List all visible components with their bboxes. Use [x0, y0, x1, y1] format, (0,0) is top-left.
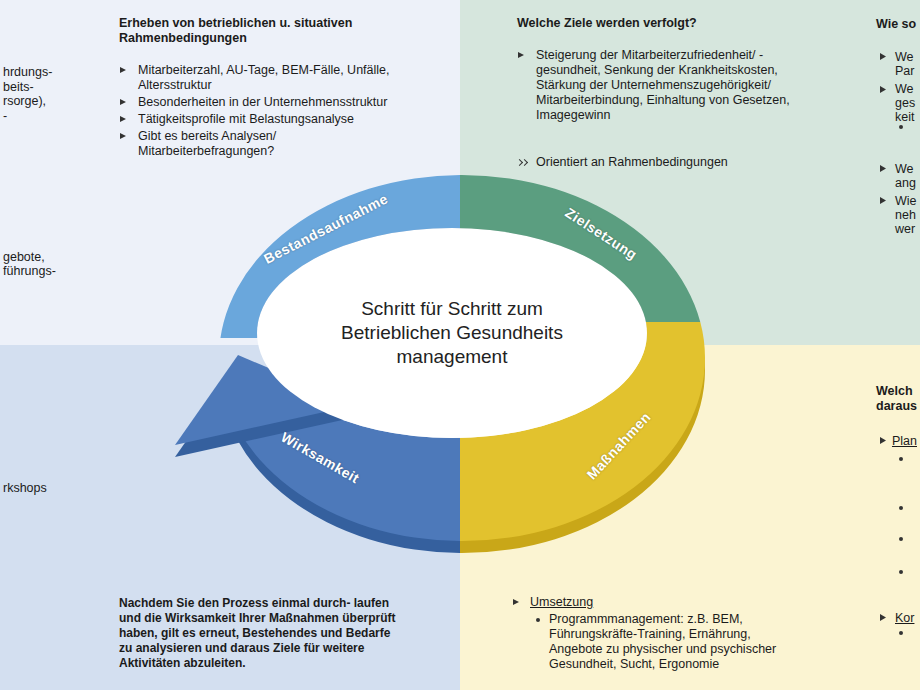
cut-off-text: Wie: [895, 194, 917, 209]
cut-off-text: rkshops: [3, 481, 47, 496]
center-title: Schritt für Schritt zum Betrieblichen Ge…: [337, 297, 567, 369]
ring-segment: [460, 175, 705, 322]
text-column: UmsetzungProgrammmanagement: z.B. BEM, F…: [512, 595, 802, 672]
cut-off-text: Welch: [876, 384, 913, 399]
note-item: Orientiert an Rahmenbedingungen: [517, 155, 809, 170]
text-column: Nachdem Sie den Prozess einmal durch- la…: [119, 596, 397, 671]
ring-segment: [219, 175, 460, 338]
cut-off-text: keit: [895, 110, 914, 125]
panel-paragraph: Nachdem Sie den Prozess einmal durch- la…: [119, 596, 397, 671]
text-column: Schritt für Schritt zum Betrieblichen Ge…: [256, 228, 648, 438]
cut-off-text: Kor: [895, 611, 914, 626]
quadrant-panel: UmsetzungProgrammmanagement: z.B. BEM, F…: [460, 345, 920, 690]
cut-off-text: gebote,: [3, 250, 45, 265]
cut-off-text: daraus: [876, 399, 917, 414]
bullet-item: Tätigkeitsprofile mit Belastungsanalyse: [119, 112, 404, 127]
sub-heading: Umsetzung: [512, 595, 802, 610]
cut-off-text: We: [895, 162, 914, 177]
quadrant-panel: Nachdem Sie den Prozess einmal durch- la…: [0, 345, 460, 690]
bullet-item: Programmmanagement: z.B. BEM, Führungskr…: [512, 612, 802, 672]
bullet-markers: [880, 53, 903, 635]
bullet-item: Gibt es bereits Analysen/ Mitarbeiterbef…: [119, 129, 404, 159]
panel-heading: Erheben von betrieblichen u. situativen …: [119, 16, 404, 46]
ring-segment: [460, 322, 705, 553]
cut-off-text: führungs-: [3, 264, 56, 279]
cycle-center: Schritt für Schritt zum Betrieblichen Ge…: [256, 228, 648, 438]
cut-off-text: Wie so: [876, 17, 916, 32]
cut-off-text: -: [3, 109, 7, 124]
text-column: Welche Ziele werden verfolgt? Steigerung …: [517, 16, 809, 170]
bullet-item: Mitarbeiterzahl, AU-Tage, BEM-Fälle, Unf…: [119, 63, 404, 93]
cut-off-text: We: [895, 50, 914, 65]
cut-off-text: hrdungs-: [3, 65, 52, 80]
cut-off-text: rsorge),: [3, 94, 46, 109]
bullet-item: Steigerung der Mitarbeiterzufriedenheit/…: [517, 48, 809, 123]
cut-off-text: wer: [895, 222, 915, 237]
bullet-item: Besonderheiten in der Unternehmensstrukt…: [119, 95, 404, 110]
cut-off-text: beits-: [3, 80, 34, 95]
panel-heading: Welche Ziele werden verfolgt?: [517, 16, 809, 31]
text-column: Erheben von betrieblichen u. situativen …: [119, 16, 404, 161]
cut-off-text: ges: [895, 96, 915, 111]
cut-off-text: Plan: [892, 434, 917, 449]
cut-off-text: neh: [895, 208, 916, 223]
cut-off-text: We: [895, 82, 914, 97]
cut-off-text: Par: [895, 64, 914, 79]
cut-off-text: ang: [895, 176, 916, 191]
